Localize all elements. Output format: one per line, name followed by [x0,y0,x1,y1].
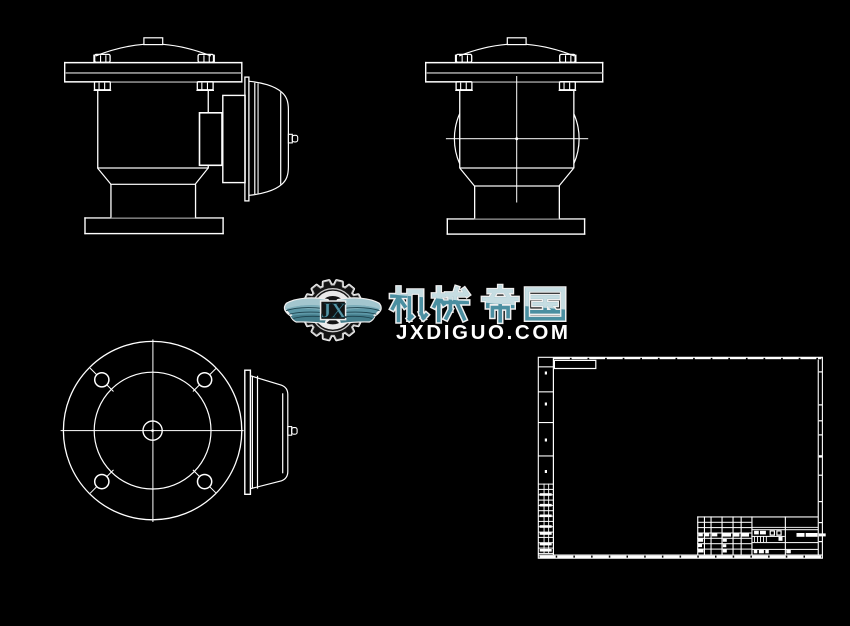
svg-text:JX: JX [321,298,347,322]
svg-text:JXDIGUO.COM: JXDIGUO.COM [396,321,568,344]
